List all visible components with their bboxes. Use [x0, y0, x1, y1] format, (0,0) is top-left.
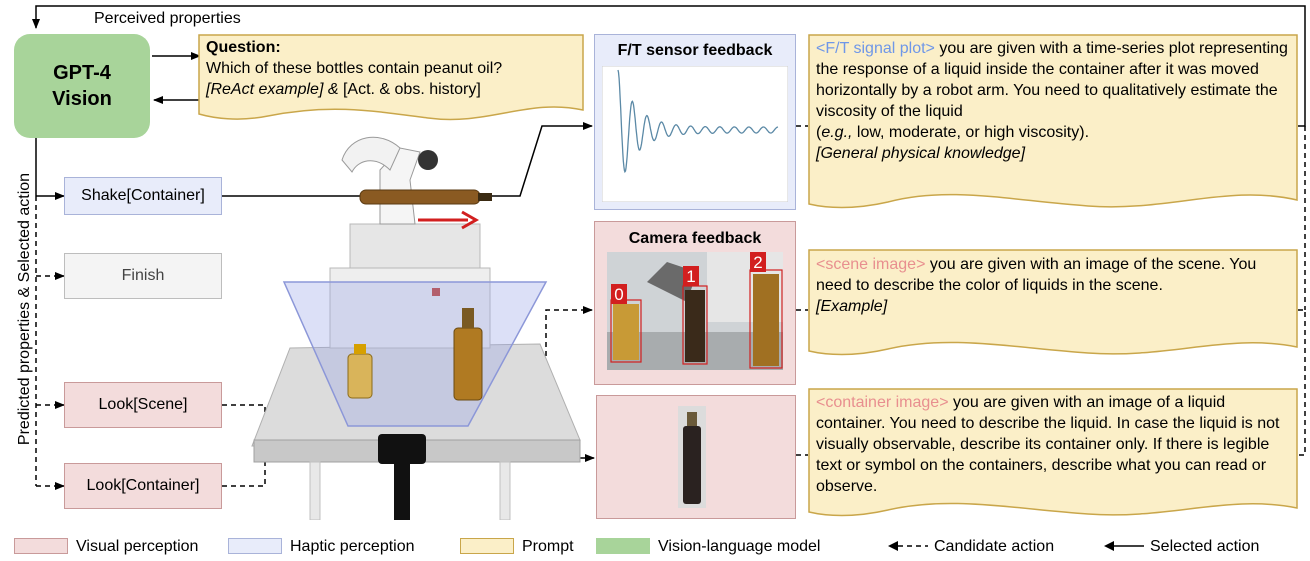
bottle-label-2: 2 [753, 253, 762, 272]
ft-prompt-shape [808, 34, 1298, 209]
scene-prompt-shape [808, 249, 1298, 356]
legend-candidate-arrow-icon [888, 541, 928, 551]
legend-visual-swatch [14, 538, 68, 554]
ft-prompt-eg-rest: low, moderate, or high viscosity). [852, 124, 1090, 141]
vlm-line2: Vision [52, 88, 112, 110]
legend-haptic: Haptic perception [228, 537, 415, 557]
ft-prompt: <F/T signal plot> you are given with a t… [808, 34, 1298, 168]
gpt4-vision-box: GPT-4 Vision [14, 34, 150, 138]
question-react: [ReAct example] [206, 81, 324, 98]
ft-prompt-eg-open: ( [816, 124, 822, 141]
scene-prompt-example: [Example] [816, 298, 888, 315]
ft-sensor-title: F/T sensor feedback [617, 42, 773, 59]
ft-prompt-text: you are given with a time-series plot re… [816, 40, 1288, 120]
finish-action[interactable]: Finish [64, 253, 222, 299]
ft-signal-line [617, 69, 779, 174]
question-prompt-shape [198, 34, 584, 121]
legend-candidate-label: Candidate action [934, 538, 1055, 555]
scene-prompt: <scene image> you are given with an imag… [808, 250, 1298, 321]
bottle-label-1: 1 [686, 267, 695, 286]
feedback-loop-line [32, 5, 1306, 127]
legend-vlm: Vision-language model [596, 537, 820, 557]
shake-container-action[interactable]: Shake[Container] [64, 177, 222, 215]
legend-visual-label: Visual perception [76, 538, 199, 555]
side-label: Predicted properties & Selected action [16, 172, 33, 446]
bottle-label-0: 0 [614, 285, 623, 304]
legend-vlm-swatch [596, 538, 650, 554]
legend-vlm-label: Vision-language model [658, 538, 821, 555]
question-amp: & [323, 81, 343, 98]
ft-prompt-tag: <F/T signal plot> [816, 40, 935, 57]
container-prompt: <container image> you are given with an … [808, 388, 1298, 501]
legend-haptic-swatch [228, 538, 282, 554]
question-heading: Question: [206, 39, 281, 56]
legend-haptic-label: Haptic perception [290, 538, 415, 555]
legend-visual: Visual perception [14, 537, 198, 557]
prompts-right-dashed-line [1298, 309, 1306, 456]
question-text: Which of these bottles contain peanut oi… [206, 60, 503, 77]
legend-selected-arrow-icon [1104, 541, 1144, 551]
legend-selected: Selected action [1104, 537, 1259, 557]
question-history: [Act. & obs. history] [342, 81, 481, 98]
robot-scene-illustration [251, 136, 581, 520]
legend-prompt: Prompt [460, 537, 574, 557]
look-container-action[interactable]: Look[Container] [64, 463, 222, 509]
container-prompt-tag: <container image> [816, 394, 949, 411]
question-prompt: Question: Which of these bottles contain… [198, 33, 584, 104]
vlm-line1: GPT-4 [53, 62, 111, 84]
legend-selected-label: Selected action [1150, 538, 1260, 555]
ft-prompt-eg: e.g., [821, 124, 853, 141]
container-prompt-text: you are given with an image of a liquid … [816, 394, 1280, 495]
perceived-properties-label: Perceived properties [94, 10, 241, 27]
scene-prompt-text: you are given with an image of the scene… [816, 256, 1257, 294]
camera-feedback-title: Camera feedback [628, 230, 762, 247]
legend-candidate: Candidate action [888, 537, 1054, 557]
look-scene-action[interactable]: Look[Scene] [64, 382, 222, 428]
container-prompt-shape [808, 388, 1298, 517]
container-image [678, 406, 706, 508]
ft-prompt-knowledge: [General physical knowledge] [816, 145, 1026, 162]
ft-signal-plot [602, 66, 788, 202]
legend-prompt-label: Prompt [522, 538, 574, 555]
camera-scene-image: 0 1 2 [607, 252, 783, 370]
legend-prompt-swatch [460, 538, 514, 554]
scene-prompt-tag: <scene image> [816, 256, 926, 273]
